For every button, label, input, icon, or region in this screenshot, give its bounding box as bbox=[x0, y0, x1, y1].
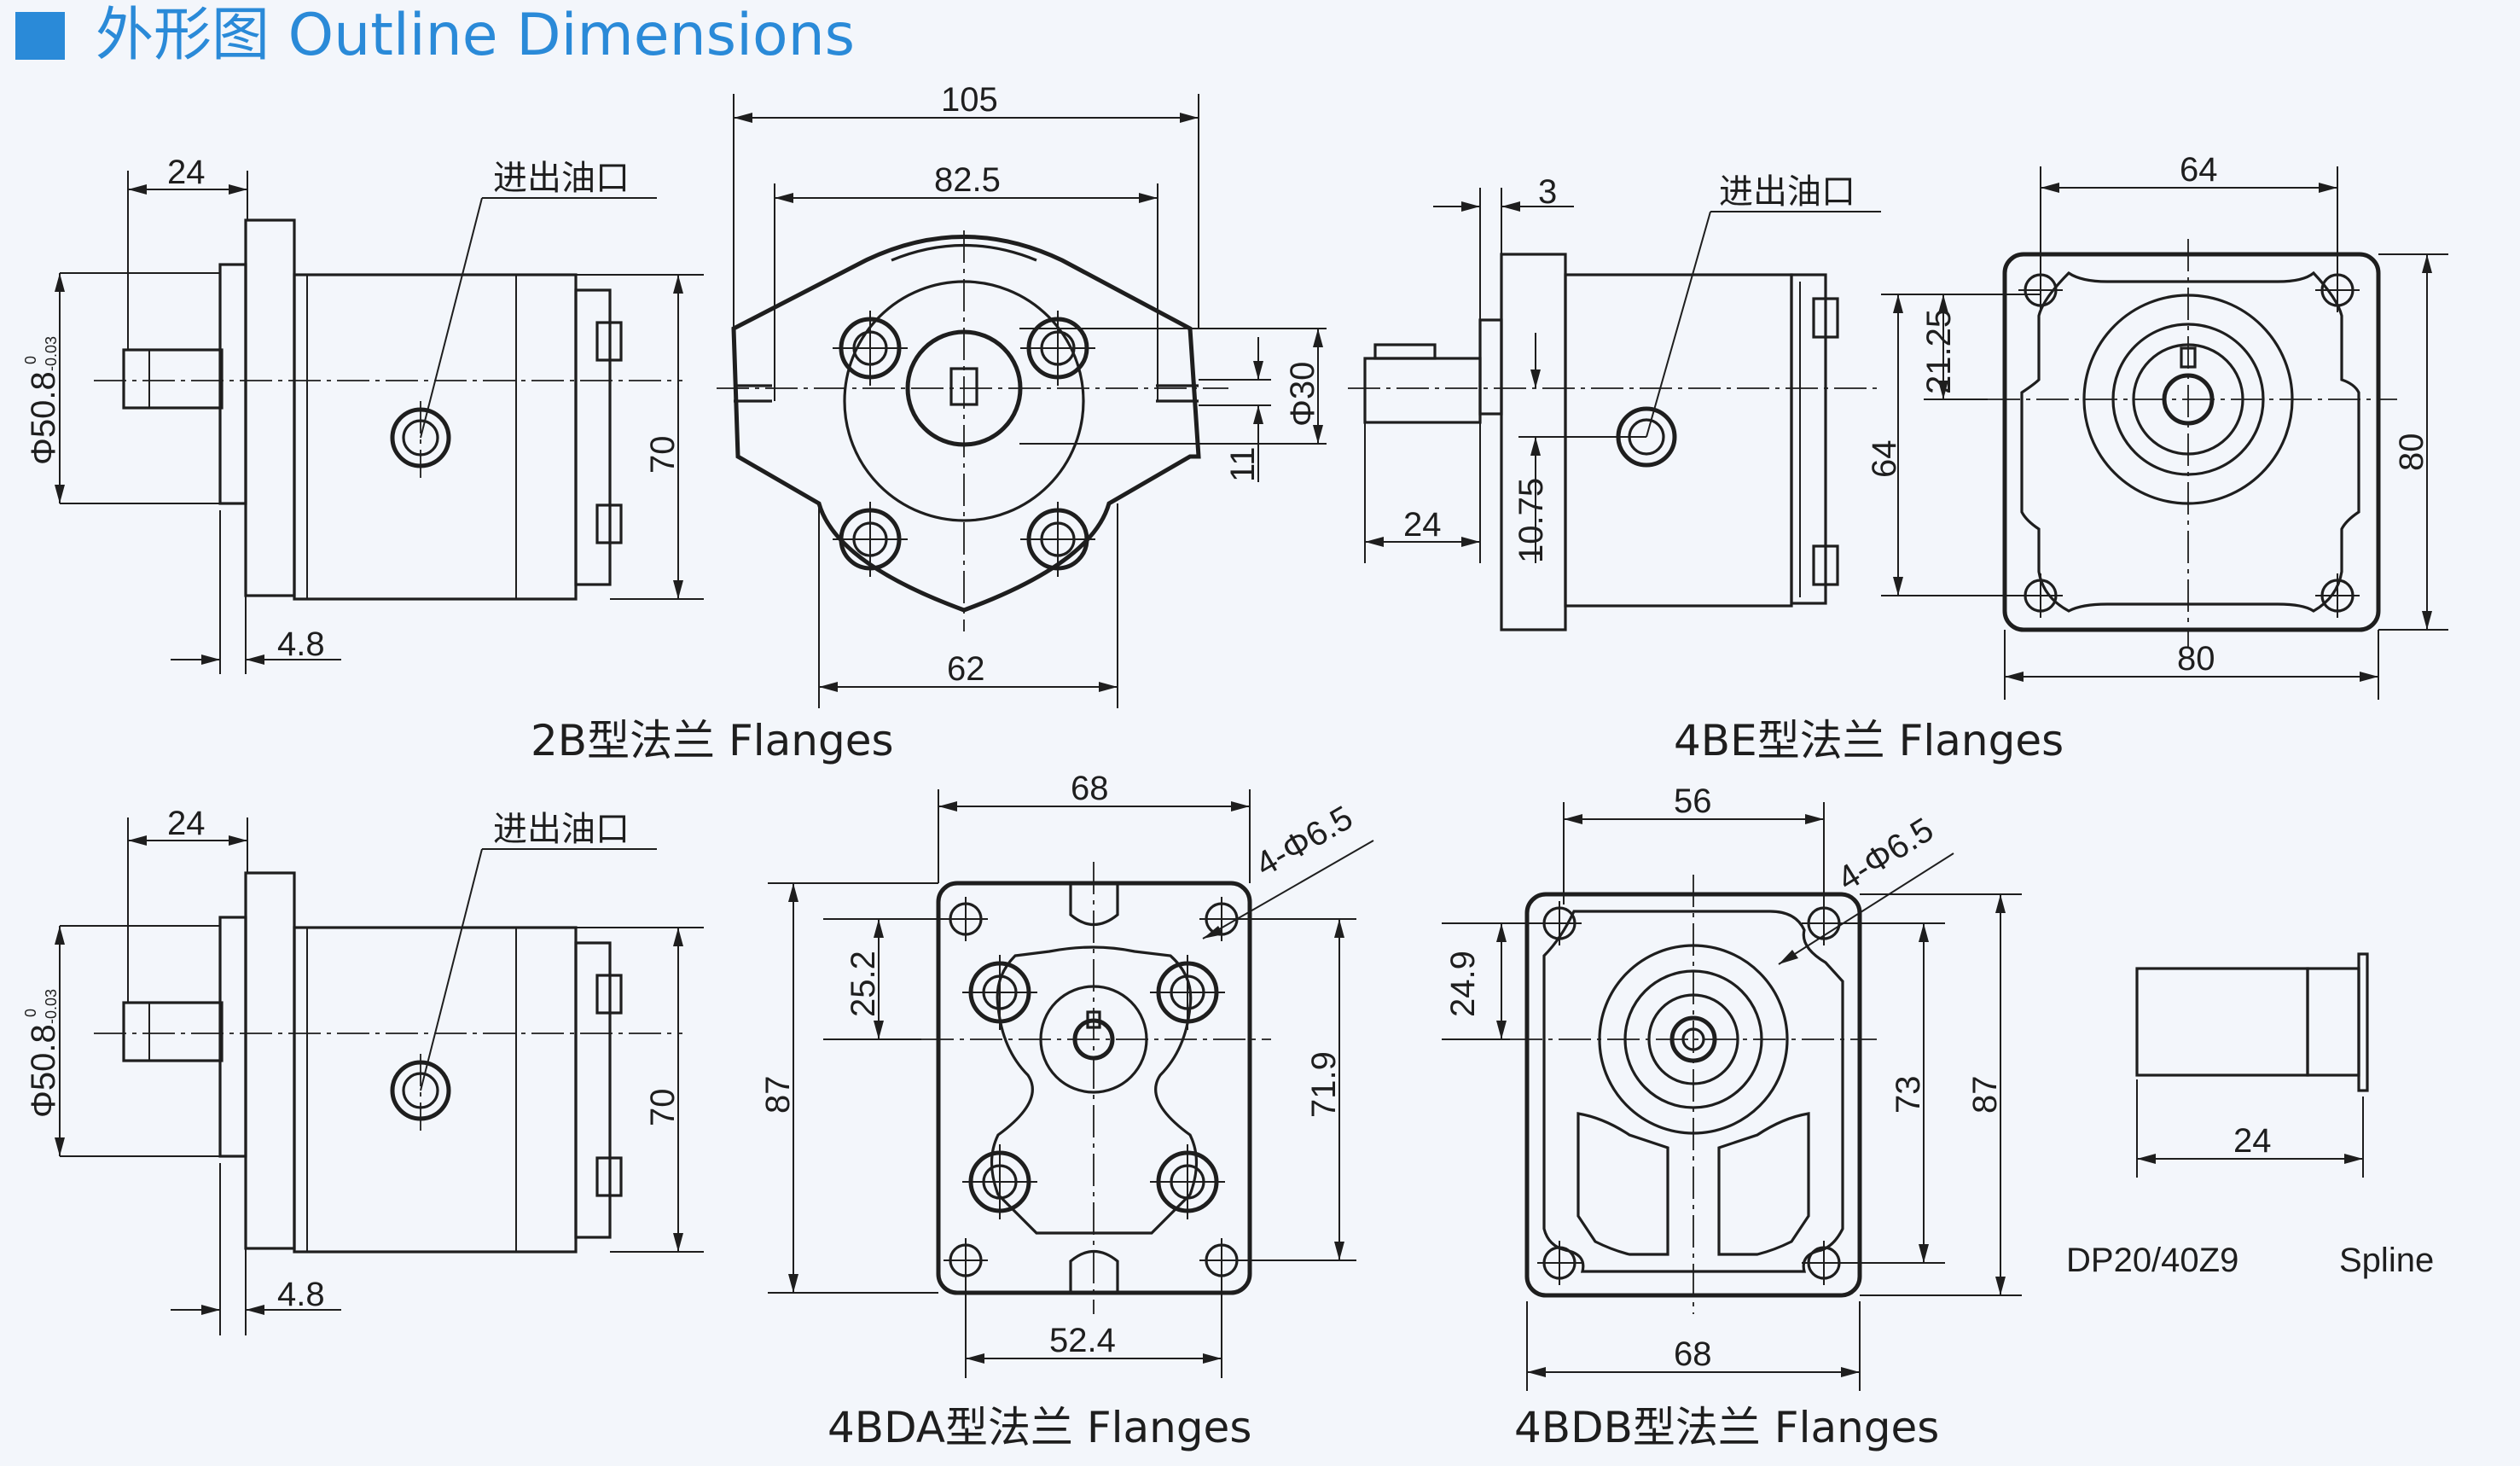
dim-holes-horizontal-4bdb: 56 bbox=[1674, 782, 1712, 820]
spline-code: DP20/40Z9 bbox=[2066, 1242, 2238, 1279]
flange-4bda-view: 68 4-Φ6.5 25.2 87 71.9 52.4 4BDA型法兰 Flan… bbox=[759, 770, 1374, 1452]
caption-2b: 2B型法兰 Flanges bbox=[531, 716, 894, 765]
dim-base: 62 bbox=[947, 650, 985, 688]
dim-slot: 11 bbox=[1224, 446, 1262, 482]
spline-shaft-view: 24 DP20/40Z9 Spline bbox=[2066, 952, 2434, 1279]
port-label-4be: 进出油口 bbox=[1719, 173, 1855, 211]
spline-label: Spline bbox=[2339, 1242, 2434, 1279]
tol-upper-2: 0 bbox=[22, 1009, 39, 1017]
blue-square-icon bbox=[15, 12, 65, 60]
dim-spline-length: 24 bbox=[2233, 1122, 2272, 1160]
dim-width-4bda: 68 bbox=[1071, 770, 1109, 807]
flange-4bdb-view: 56 4-Φ6.5 24.9 73 87 68 4BDB型法兰 Flanges bbox=[1442, 782, 2022, 1452]
dim-hole-label-4bda: 4-Φ6.5 bbox=[1250, 799, 1360, 884]
port-label-2: 进出油口 bbox=[493, 811, 630, 848]
flange-4be-view: 64 21.25 64 80 80 4BE型法兰 Flanges bbox=[1674, 151, 2448, 765]
caption-4bdb: 4BDB型法兰 Flanges bbox=[1514, 1403, 1939, 1452]
dim-shaft-length-4be: 24 bbox=[1403, 506, 1442, 544]
dim-pilot-diameter: Φ50.8 bbox=[25, 371, 62, 465]
tol-upper: 0 bbox=[22, 356, 39, 364]
port-label: 进出油口 bbox=[493, 160, 630, 197]
page-title: 外形图 Outline Dimensions bbox=[96, 2, 855, 69]
dim-height-4bda: 87 bbox=[759, 1076, 797, 1114]
dim-half-4bdb: 24.9 bbox=[1444, 951, 1482, 1017]
dim-shaft-length-2: 24 bbox=[167, 805, 206, 842]
dim-holes-vertical-4bdb: 73 bbox=[1890, 1076, 1927, 1114]
tol-lower: -0.03 bbox=[43, 336, 60, 371]
dim-half-4bda: 25.2 bbox=[845, 951, 882, 1017]
dim-height-left: 64 bbox=[1866, 440, 1903, 479]
dim-holes-horizontal-4bda: 52.4 bbox=[1049, 1322, 1116, 1359]
dim-width-4bdb: 68 bbox=[1674, 1335, 1712, 1373]
dim-height-right: 80 bbox=[2393, 433, 2430, 472]
dim-half-height: 21.25 bbox=[1920, 309, 1958, 394]
dim-shaft-length: 24 bbox=[167, 154, 206, 191]
dim-holes-vertical-4bda: 71.9 bbox=[1305, 1051, 1343, 1118]
dim-bore: Φ30 bbox=[1284, 362, 1321, 427]
dim-pilot-diameter-2: Φ50.8 bbox=[25, 1024, 62, 1118]
dim-width-top: 64 bbox=[2180, 151, 2218, 189]
dim-hole-label-4bdb: 4-Φ6.5 bbox=[1831, 811, 1940, 899]
caption-4bda: 4BDA型法兰 Flanges bbox=[827, 1403, 1251, 1452]
dim-flange-thickness-4be: 3 bbox=[1538, 173, 1557, 211]
side-view-4be: 进出油口 3 24 10.75 bbox=[1348, 173, 1881, 631]
side-view-top: 24 进出油口 Φ50.8 0 -0.03 70 4.8 bbox=[22, 154, 704, 674]
dim-flange-thickness: 4.8 bbox=[277, 625, 325, 663]
dim-offset: 10.75 bbox=[1513, 478, 1550, 563]
dim-height: 70 bbox=[644, 436, 682, 474]
dim-width: 105 bbox=[941, 81, 998, 119]
caption-4be: 4BE型法兰 Flanges bbox=[1674, 716, 2064, 765]
dim-height-4bdb: 87 bbox=[1966, 1076, 2004, 1114]
dim-height-2: 70 bbox=[644, 1089, 682, 1127]
side-view-bottom: 24 进出油口 Φ50.8 0 -0.03 70 4.8 bbox=[22, 805, 704, 1335]
tol-lower-2: -0.03 bbox=[43, 989, 60, 1024]
dim-hole-spacing: 82.5 bbox=[934, 161, 1001, 199]
dim-width-bottom: 80 bbox=[2177, 640, 2215, 678]
flange-2b-view: 105 82.5 Φ30 11 62 2B型法兰 Flanges bbox=[531, 81, 1327, 765]
dim-flange-thickness-2: 4.8 bbox=[277, 1276, 325, 1313]
